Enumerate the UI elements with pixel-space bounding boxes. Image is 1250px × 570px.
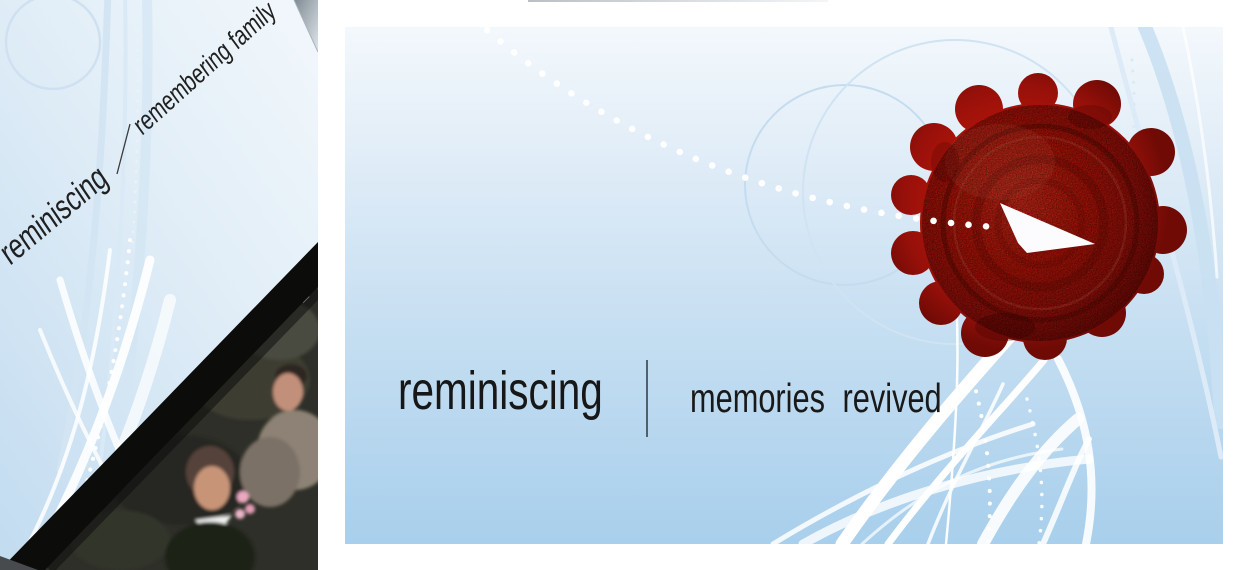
- arrow-cursor-icon: [1000, 203, 1097, 255]
- tagline: memories revived: [690, 375, 942, 421]
- top-edge-artifact: [528, 0, 828, 2]
- right-card-decor: [483, 27, 1223, 544]
- left-panel-graphic: reminiscing remembering family: [0, 0, 318, 570]
- left-brochure-photo: reminiscing remembering family: [0, 0, 318, 570]
- right-business-card: reminiscing memories revived: [345, 27, 1223, 544]
- vertical-divider: [646, 360, 648, 437]
- brand-wordmark: reminiscing: [398, 361, 603, 421]
- left-vertical-divider: [116, 123, 131, 175]
- wax-seal-icon: [891, 73, 1187, 360]
- circle-ornament-icon: [4, 0, 102, 91]
- flourish-swirl-icon: [770, 207, 1096, 544]
- film-corner: [0, 556, 38, 570]
